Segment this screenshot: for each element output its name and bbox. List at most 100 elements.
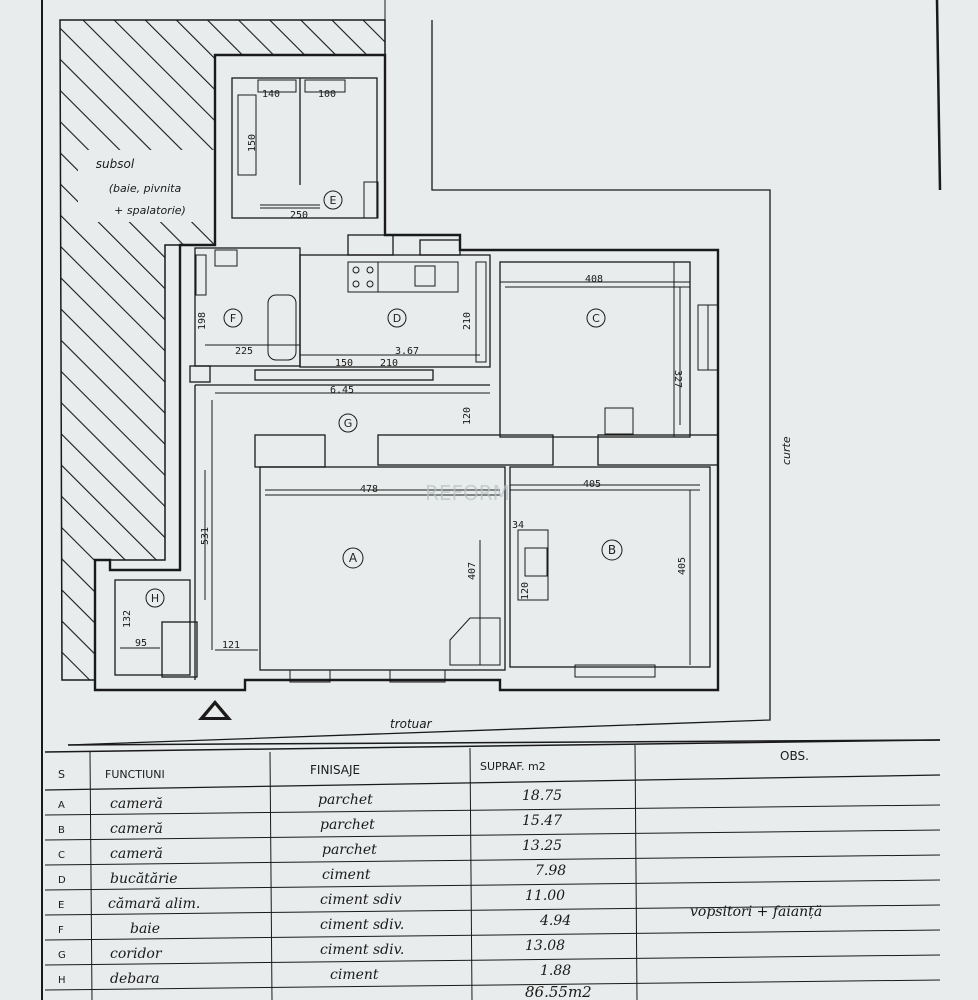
room-c-outline (499, 261, 691, 438)
room-label-h: H (145, 588, 165, 608)
dim-f-height: 198 (197, 312, 208, 330)
dim-b-width: 405 (583, 479, 601, 490)
room-b-window (574, 664, 656, 678)
room-label-f: F (223, 308, 243, 328)
row-h-finisaj: ciment (330, 967, 379, 983)
row-b-finisaj: parchet (320, 817, 375, 833)
row-a-id: A (58, 800, 65, 811)
svg-text:H: H (151, 592, 159, 605)
room-b-outline (509, 466, 711, 668)
row-c-finisaj: parchet (322, 842, 377, 858)
dim-corridor-height: 120 (462, 407, 473, 425)
dim-a-height: 407 (467, 562, 478, 580)
row-h-functie: debara (110, 971, 160, 987)
svg-text:D: D (393, 312, 401, 325)
row-d-finisaj: ciment (322, 867, 371, 883)
row-f-suprafata: 4.94 (539, 913, 571, 929)
room-a-window-1 (289, 669, 331, 683)
svg-text:G: G (344, 417, 353, 430)
dim-e-height: 150 (247, 134, 258, 152)
room-a-window-2 (389, 669, 446, 683)
row-a-finisaj: parchet (318, 792, 373, 808)
room-h-outline (114, 579, 191, 676)
subsol-line3: + spalatorie) (114, 204, 186, 217)
sink (414, 265, 436, 287)
row-d-suprafata: 7.98 (535, 863, 566, 879)
row-f-id: F (58, 925, 64, 936)
room-c-stove (604, 407, 634, 435)
subsol-line2: (baie, pivnita (109, 182, 182, 195)
room-label-e: E (323, 190, 343, 210)
room-label-a: A (342, 547, 364, 569)
kitchen-counter (377, 261, 459, 293)
bathtub (267, 294, 297, 361)
room-b-stove (524, 547, 548, 577)
dim-e-width: 250 (290, 210, 308, 221)
dim-d-sub2: 210 (380, 358, 398, 369)
row-f-functie: baie (130, 921, 160, 937)
row-c-functie: cameră (110, 846, 163, 862)
row-b-functie: cameră (110, 821, 163, 837)
dim-b-height: 405 (677, 557, 688, 575)
total-area: 86.55m2 (525, 983, 592, 1000)
row-g-id: G (58, 950, 66, 961)
dim-c-width: 408 (585, 274, 603, 285)
room-label-b: B (601, 539, 623, 561)
room-label-g: G (338, 413, 358, 433)
legend-table (44, 739, 941, 1000)
row-c-id: C (58, 850, 65, 861)
svg-text:A: A (349, 551, 358, 565)
row-e-id: E (58, 900, 64, 911)
svg-text:B: B (608, 543, 616, 557)
room-a-outline (259, 466, 506, 671)
dim-entry-width: 121 (222, 640, 240, 651)
header-finisaje: FINISAJE (310, 763, 360, 777)
outer-walls (93, 53, 720, 692)
subsol-title: subsol (96, 157, 135, 171)
row-b-id: B (58, 825, 65, 836)
header-functiuni: FUNCTIUNI (105, 768, 165, 781)
header-num: S (58, 768, 65, 781)
header-obs: OBS. (780, 749, 809, 763)
row-e-finisaj: ciment sdiv (320, 892, 402, 908)
dim-f-width: 225 (235, 346, 253, 357)
svg-text:F: F (230, 312, 236, 325)
dim-a-width: 478 (360, 484, 378, 495)
dim-overall-width: 6.45 (330, 385, 354, 396)
row-c-suprafata: 13.25 (522, 838, 562, 854)
subsol-hatch-area (59, 19, 386, 681)
row-d-id: D (58, 875, 66, 886)
toilet (214, 249, 238, 267)
row-a-functie: cameră (110, 796, 163, 812)
dim-c-height: 327 (672, 370, 683, 388)
room-label-c: C (586, 308, 606, 328)
dim-e-left: 140 (262, 89, 280, 100)
row-h-suprafata: 1.88 (540, 963, 571, 979)
dim-h-height: 132 (122, 610, 133, 628)
row-h-id: H (58, 975, 66, 986)
row-g-functie: coridor (110, 946, 163, 962)
dim-d-height: 210 (462, 312, 473, 330)
page-right-border (935, 0, 942, 191)
row-b-suprafata: 15.47 (522, 813, 562, 829)
room-e-window (363, 181, 379, 219)
svg-text:C: C (592, 312, 600, 325)
row-a-suprafata: 18.75 (522, 788, 562, 804)
room-d-outline (299, 254, 491, 368)
room-label-d: D (387, 308, 407, 328)
header-suprafata: SUPRAF. m2 (480, 760, 546, 773)
row-g-finisaj: ciment sdiv. (320, 942, 404, 958)
site-boundary (67, 20, 771, 746)
dim-corridor-length: 531 (200, 527, 211, 545)
dim-h-width: 95 (135, 638, 147, 649)
dim-d-sub1: 150 (335, 358, 353, 369)
row-g-suprafata: 13.08 (525, 938, 565, 954)
room-a-stove (449, 617, 501, 666)
row-f-obs: vopsitori + faianță (690, 904, 822, 920)
row-e-functie: cămară alim. (108, 896, 200, 912)
stove (347, 261, 379, 293)
trotuar-label: trotuar (390, 717, 433, 731)
dim-d-width: 3.67 (395, 346, 419, 357)
dim-e-right: 100 (318, 89, 336, 100)
